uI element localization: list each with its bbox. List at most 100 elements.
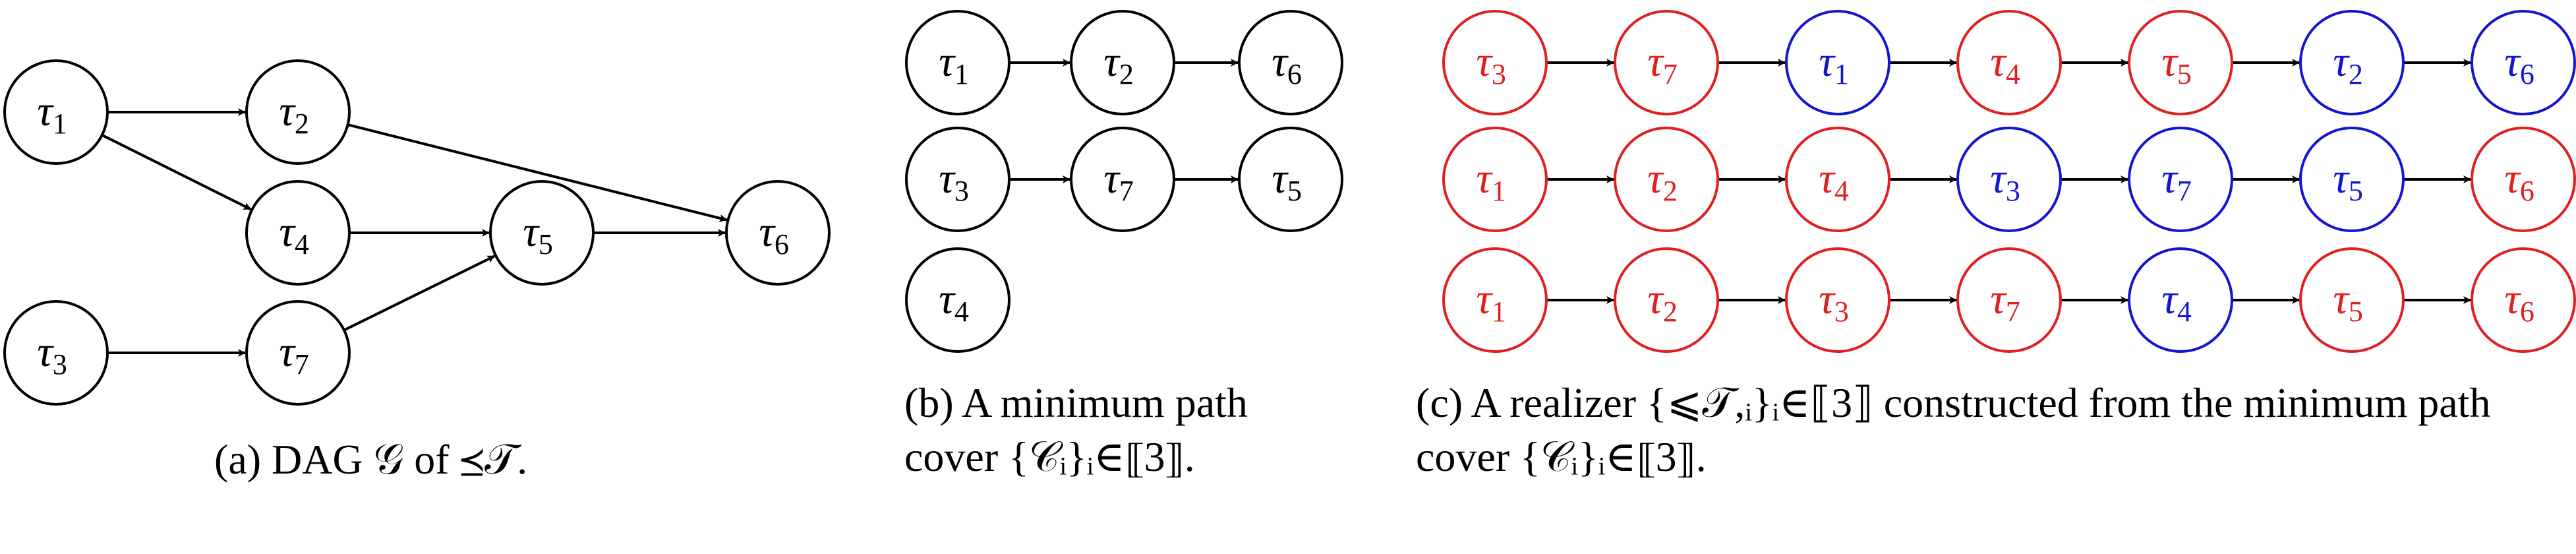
caption-b-line1: (b) A minimum path [904, 379, 1248, 426]
node-t2-label: τ2 [279, 87, 309, 140]
node-c-1-5-circle [2299, 127, 2405, 232]
node-c-2-3-circle [1956, 247, 2062, 353]
node-c-2-0: τ1 [1442, 247, 1548, 353]
node-t7-circle [245, 300, 351, 406]
node-b-0-2: τ6 [1238, 10, 1343, 115]
node-t4-label: τ4 [279, 208, 309, 261]
node-b-0-0-label: τ1 [939, 38, 969, 90]
node-t6: τ6 [725, 180, 831, 286]
node-b-1-0-label: τ3 [939, 154, 969, 207]
node-t5: τ5 [489, 180, 595, 286]
node-t6-circle [725, 180, 831, 286]
node-t6-label: τ6 [759, 208, 789, 261]
node-c-2-6-label: τ6 [2504, 275, 2534, 328]
node-c-1-3-label: τ3 [1990, 154, 2020, 207]
node-t5-label: τ5 [523, 208, 553, 261]
node-c-0-2: τ1 [1785, 10, 1890, 115]
node-t7-label: τ7 [279, 328, 309, 381]
panel-b-path-cover: τ1 τ2 τ6 τ3 τ7 τ5 τ4 [905, 10, 1343, 353]
node-b-1-0-circle [905, 127, 1010, 232]
node-c-0-6-label: τ6 [2504, 38, 2534, 90]
node-c-0-1-circle [1614, 10, 1719, 115]
node-c-0-4-label: τ5 [2161, 38, 2192, 90]
node-t3-circle [3, 300, 109, 406]
node-c-2-2: τ3 [1785, 247, 1890, 353]
node-t2: τ2 [245, 59, 351, 165]
node-c-1-6-label: τ6 [2504, 154, 2534, 207]
node-t4: τ4 [245, 180, 351, 286]
node-c-1-0: τ1 [1442, 127, 1548, 232]
node-c-1-6: τ6 [2471, 127, 2576, 232]
node-c-2-6-circle [2471, 247, 2576, 353]
node-c-2-0-label: τ1 [1476, 275, 1506, 328]
node-c-0-4: τ5 [2128, 10, 2233, 115]
node-t1: τ1 [3, 59, 109, 165]
node-c-1-4-label: τ7 [2161, 154, 2192, 207]
panel-a-dag: τ1 τ2 τ4 τ5 τ6 τ3 τ7 [3, 59, 831, 406]
caption-c-line1: (c) A realizer {⩽𝒯,ᵢ}ᵢ∈⟦3⟧ constructed f… [1416, 379, 2490, 426]
node-t3-label: τ3 [37, 328, 67, 381]
node-c-2-2-circle [1785, 247, 1890, 353]
node-c-1-5-label: τ5 [2333, 154, 2363, 207]
node-c-2-3: τ7 [1956, 247, 2062, 353]
node-c-2-1-circle [1614, 247, 1719, 353]
node-c-2-4-label: τ4 [2161, 275, 2192, 328]
edge-t2-t6 [347, 123, 728, 222]
node-b-1-2: τ5 [1238, 127, 1343, 232]
node-c-0-4-circle [2128, 10, 2233, 115]
edge-t1-t4 [101, 134, 252, 211]
node-c-1-2-label: τ4 [1819, 154, 1849, 207]
node-c-2-3-label: τ7 [1990, 275, 2020, 328]
caption-a: (a) DAG 𝒢 of ⪯𝒯. [214, 436, 527, 483]
node-c-0-5-circle [2299, 10, 2405, 115]
node-c-1-1-circle [1614, 127, 1719, 232]
node-b-1-1-label: τ7 [1103, 154, 1134, 207]
node-c-0-1-label: τ7 [1647, 38, 1678, 90]
node-t7: τ7 [245, 300, 351, 406]
node-c-2-2-label: τ3 [1819, 275, 1849, 328]
node-c-0-0-circle [1442, 10, 1548, 115]
node-c-0-0-label: τ3 [1476, 38, 1506, 90]
node-c-1-1-label: τ2 [1647, 154, 1678, 207]
node-b-0-0-circle [905, 10, 1010, 115]
node-b-0-2-label: τ6 [1272, 38, 1302, 90]
node-b-1-2-label: τ5 [1272, 154, 1302, 207]
node-c-2-4: τ4 [2128, 247, 2233, 353]
caption-b-line2: cover {𝒞ᵢ}ᵢ∈⟦3⟧. [904, 433, 1195, 480]
node-c-0-2-circle [1785, 10, 1890, 115]
node-t3: τ3 [3, 300, 109, 406]
node-c-1-6-circle [2471, 127, 2576, 232]
node-c-1-3: τ3 [1956, 127, 2062, 232]
node-c-0-1: τ7 [1614, 10, 1719, 115]
node-c-2-5-circle [2299, 247, 2405, 353]
node-c-1-2: τ4 [1785, 127, 1890, 232]
node-c-1-3-circle [1956, 127, 2062, 232]
node-b-1-1-circle [1070, 127, 1175, 232]
node-c-1-5: τ5 [2299, 127, 2405, 232]
node-b-0-1-label: τ2 [1103, 38, 1134, 90]
node-c-0-2-label: τ1 [1819, 38, 1849, 90]
node-c-1-4-circle [2128, 127, 2233, 232]
node-c-0-0: τ3 [1442, 10, 1548, 115]
node-c-2-1: τ2 [1614, 247, 1719, 353]
node-b-0-1-circle [1070, 10, 1175, 115]
node-c-1-1: τ2 [1614, 127, 1719, 232]
node-b-1-0: τ3 [905, 127, 1010, 232]
node-b-2-0: τ4 [905, 247, 1010, 353]
node-c-2-4-circle [2128, 247, 2233, 353]
node-t2-circle [245, 59, 351, 165]
node-c-2-0-circle [1442, 247, 1548, 353]
node-c-0-6: τ6 [2471, 10, 2576, 115]
node-b-1-1: τ7 [1070, 127, 1175, 232]
node-c-0-3-label: τ4 [1990, 38, 2020, 90]
node-t1-circle [3, 59, 109, 165]
node-b-0-1: τ2 [1070, 10, 1175, 115]
node-c-0-5-label: τ2 [2333, 38, 2363, 90]
node-c-1-0-label: τ1 [1476, 154, 1506, 207]
node-t1-label: τ1 [37, 87, 67, 140]
edge-t7-t5 [343, 255, 496, 332]
node-c-0-6-circle [2471, 10, 2576, 115]
node-c-2-6: τ6 [2471, 247, 2576, 353]
